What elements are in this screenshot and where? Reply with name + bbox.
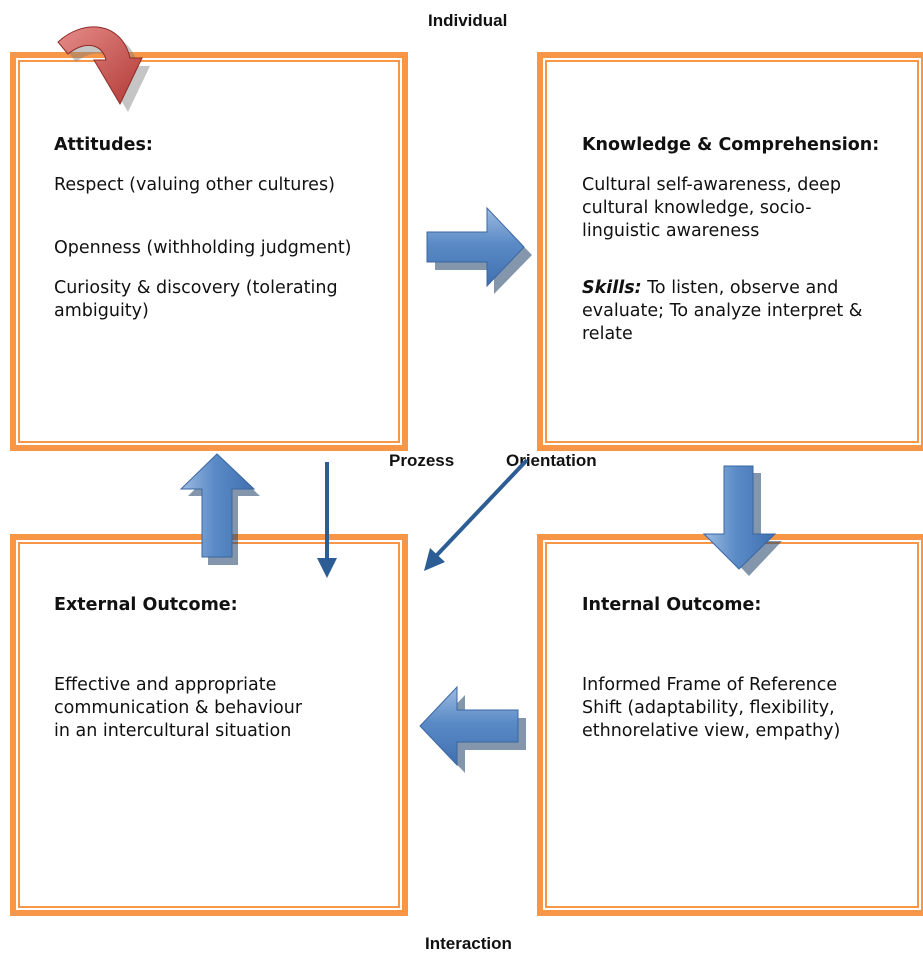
skills-label: Skills: (582, 278, 642, 298)
attitudes-item-curiosity: Curiosity & discovery (tolerating ambigu… (54, 278, 338, 321)
external-outcome-box: External Outcome: Effective and appropri… (10, 534, 408, 916)
internal-outcome-text: Informed Frame of Reference Shift (adapt… (582, 675, 841, 741)
axis-label-orientation: Orientation (506, 451, 597, 470)
internal-outcome-heading: Internal Outcome: (582, 595, 762, 615)
knowledge-box: Knowledge & Comprehension: Cultural self… (537, 52, 923, 451)
knowledge-heading: Knowledge & Comprehension: (582, 135, 880, 155)
axis-label-individual: Individual (428, 11, 508, 30)
external-outcome-text: Effective and appropriate communication … (54, 675, 303, 741)
knowledge-skills: Skills: To listen, observe and evaluate;… (582, 277, 882, 346)
skills-text: To listen, observe and evaluate; To anal… (582, 278, 863, 344)
external-outcome-heading: External Outcome: (54, 595, 238, 615)
arrow-left-icon (419, 685, 526, 773)
thin-arrow-diagonal-icon (424, 458, 529, 571)
attitudes-item-openness: Openness (withholding judgment) (54, 238, 352, 258)
attitudes-heading: Attitudes: (54, 135, 153, 155)
axis-label-interaction: Interaction (425, 934, 512, 953)
internal-outcome-box: Internal Outcome: Informed Frame of Refe… (537, 534, 923, 916)
knowledge-text: Cultural self-awareness, deep cultural k… (582, 175, 842, 241)
attitudes-item-respect: Respect (valuing other cultures) (54, 175, 335, 195)
attitudes-box: Attitudes: Respect (valuing other cultur… (10, 52, 408, 451)
axis-label-prozess: Prozess (389, 451, 455, 470)
arrow-right-icon (426, 206, 532, 294)
